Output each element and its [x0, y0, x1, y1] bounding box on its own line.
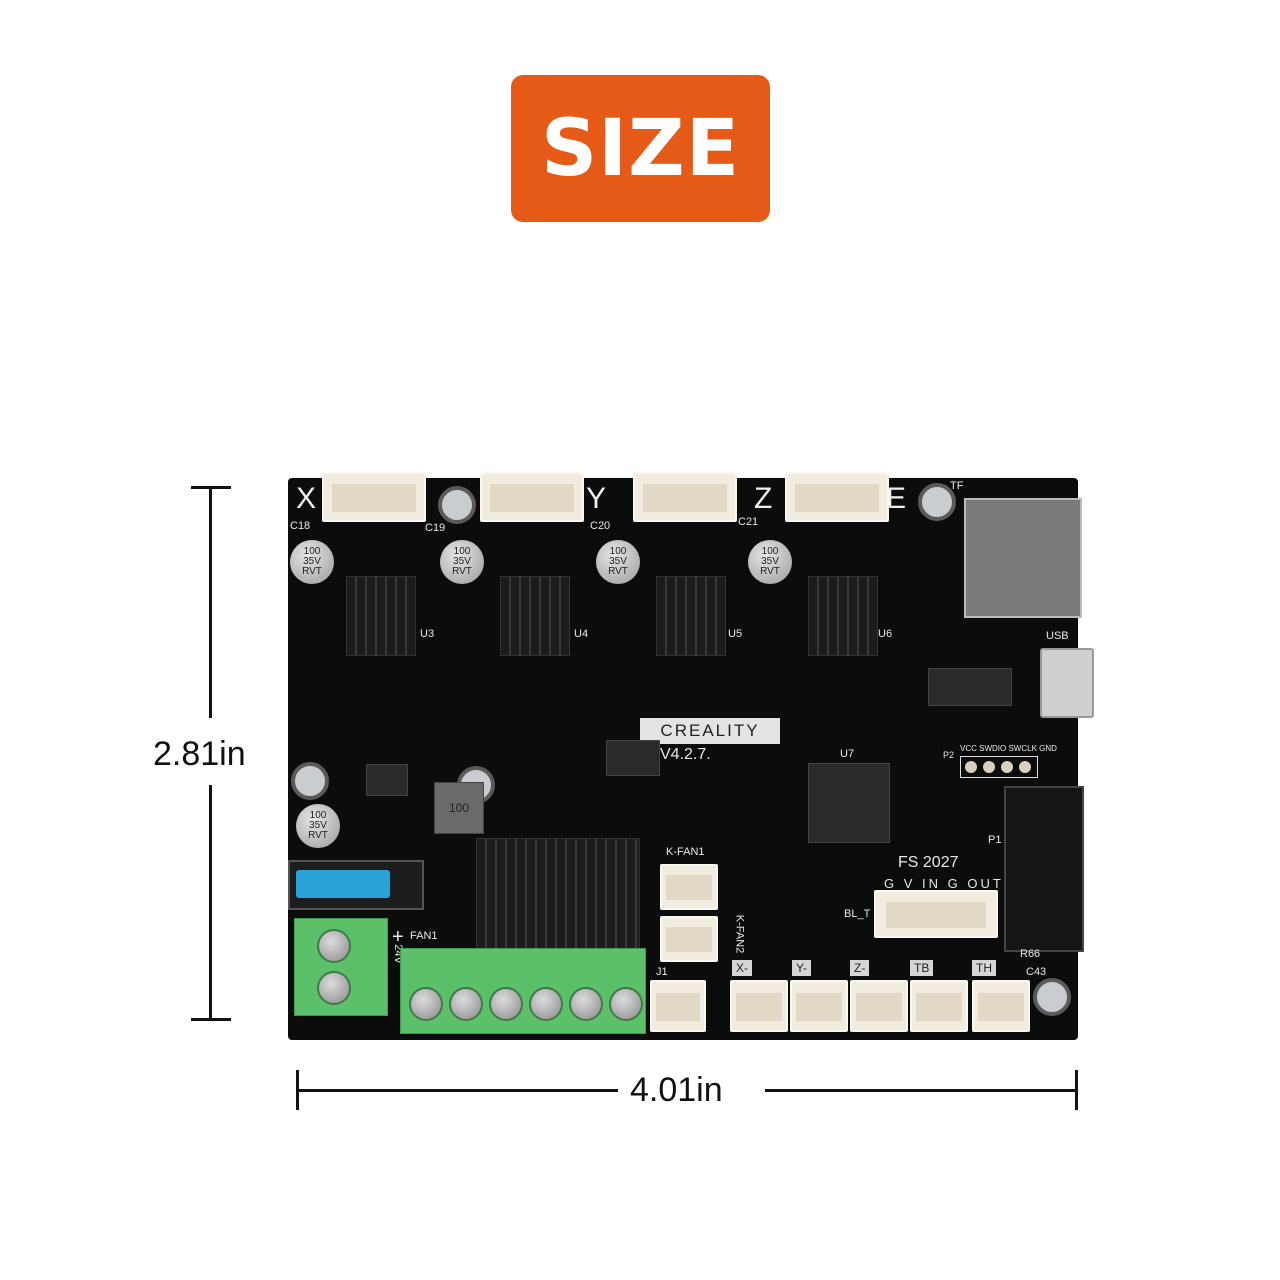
height-dimension-label: 2.81in: [153, 735, 246, 773]
swd-pin-labels: VCC SWDIO SWCLK GND: [960, 744, 1057, 753]
lcd-idc-header[interactable]: [1004, 786, 1084, 952]
silk-r66: R66: [1020, 948, 1041, 960]
mounting-hole: [1033, 978, 1071, 1016]
silk-usb: USB: [1046, 630, 1069, 642]
thermistor-connector-hotend[interactable]: [972, 980, 1030, 1032]
mounting-hole: [291, 762, 329, 800]
probe-connector-j1[interactable]: [650, 980, 706, 1032]
silk-u6: U6: [878, 628, 893, 640]
endstop-label-y: Y-: [792, 960, 811, 976]
usb-serial-chip: [928, 668, 1012, 706]
endstop-label-z: Z-: [850, 960, 870, 976]
silk-j1: J1: [656, 966, 668, 978]
inductor: 100: [434, 782, 484, 834]
power-input-terminal[interactable]: [294, 918, 388, 1016]
bltouch-pin-labels: G V IN G OUT: [884, 876, 1004, 891]
driver-heatsink-z: [656, 576, 726, 656]
dimension-bottom-cap: [191, 1018, 231, 1021]
silk-p2: P2: [943, 750, 955, 760]
axis-label-e: E: [886, 482, 907, 515]
fan2-connector[interactable]: [660, 916, 718, 962]
silk-c18: C18: [290, 520, 311, 532]
axis-label-y: Y: [586, 482, 607, 515]
usb-port[interactable]: [1040, 648, 1094, 718]
silk-tf: TF: [950, 480, 964, 492]
silk-c43: C43: [1026, 966, 1047, 978]
mounting-hole: [918, 483, 956, 521]
tf-card-slot[interactable]: [964, 498, 1082, 618]
driver-heatsink-x: [346, 576, 416, 656]
mcu-chip: [808, 763, 890, 843]
bltouch-connector[interactable]: [874, 890, 998, 938]
axis-label-x: X: [296, 482, 317, 515]
endstop-connector-y[interactable]: [790, 980, 848, 1032]
blade-fuse: [296, 870, 390, 898]
silk-p1: P1: [988, 834, 1002, 846]
fan1-connector[interactable]: [660, 864, 718, 910]
silk-fan1-terminal: FAN1: [410, 930, 438, 942]
silk-k-fan2: K-FAN2: [733, 914, 746, 954]
output-terminal-block[interactable]: [400, 948, 646, 1034]
size-badge: SIZE: [511, 75, 770, 222]
silk-c21: C21: [738, 516, 759, 528]
size-badge-label: SIZE: [540, 103, 741, 194]
silk-u3: U3: [420, 628, 435, 640]
stepper-connector-x: [322, 472, 426, 522]
dimension-height-line-lower: [209, 785, 212, 1020]
thermistor-label-bed: TB: [910, 960, 934, 976]
stepper-connector-y: [480, 472, 584, 522]
stepper-connector-e: [785, 472, 889, 522]
dimension-height-line-upper: [209, 486, 212, 718]
dimension-width-line-right: [765, 1089, 1078, 1092]
thermistor-connector-bed[interactable]: [910, 980, 968, 1032]
thermistor-label-hotend: TH: [972, 960, 996, 976]
silk-u4: U4: [574, 628, 589, 640]
level-shifter-chip: [606, 740, 660, 776]
silk-k-fan1: K-FAN1: [666, 846, 705, 858]
fs-code: FS 2027: [898, 854, 959, 871]
silk-u7: U7: [840, 748, 855, 760]
silk-plus: +: [392, 926, 404, 948]
dimension-right-cap: [1075, 1070, 1078, 1110]
driver-heatsink-e: [808, 576, 878, 656]
swd-header[interactable]: [960, 756, 1038, 778]
driver-heatsink-y: [500, 576, 570, 656]
silk-u5: U5: [728, 628, 743, 640]
silk-c20: C20: [590, 520, 611, 532]
silk-bl-t: BL_T: [844, 908, 871, 920]
mounting-hole: [438, 486, 476, 524]
axis-label-z: Z: [754, 482, 773, 515]
endstop-connector-x[interactable]: [730, 980, 788, 1032]
silk-c19: C19: [425, 522, 446, 534]
mosfet-heatsink: [476, 838, 640, 958]
dimension-width-line-left: [296, 1089, 618, 1092]
creality-logo: CREALITY: [640, 718, 780, 744]
endstop-label-x: X-: [732, 960, 752, 976]
board-version: V4.2.7.: [660, 746, 711, 763]
stepper-connector-z: [633, 472, 737, 522]
endstop-connector-z[interactable]: [850, 980, 908, 1032]
width-dimension-label: 4.01in: [630, 1071, 723, 1109]
regulator-chip: [366, 764, 408, 796]
